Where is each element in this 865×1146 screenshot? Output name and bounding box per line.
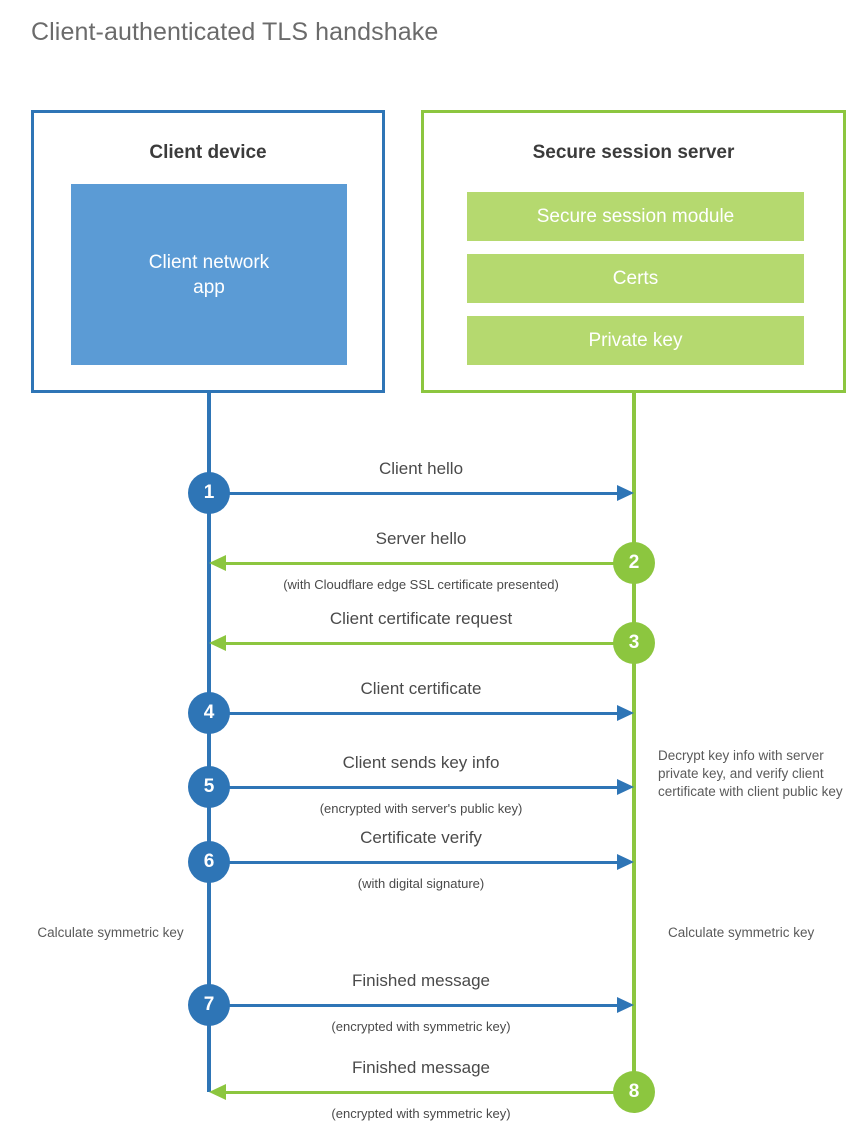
step-badge-7[interactable]: 7	[188, 984, 230, 1026]
arrow-head-left-icon	[209, 635, 226, 651]
client-lifeline	[207, 393, 211, 1092]
message-sublabel-7: (encrypted with symmetric key)	[331, 1019, 511, 1034]
step-badge-5[interactable]: 5	[188, 766, 230, 808]
step-badge-2[interactable]: 2	[613, 542, 655, 584]
server-bar-private-key: Private key	[467, 316, 804, 365]
server-bar-secure-session-module: Secure session module	[467, 192, 804, 241]
arrow-head-left-icon	[209, 555, 226, 571]
arrow-line-right-icon	[209, 712, 619, 715]
client-device-title: Client device	[149, 142, 267, 163]
message-label-5: Client sends key info	[342, 753, 500, 772]
arrow-head-left-icon	[209, 1084, 226, 1100]
arrow-head-right-icon	[617, 705, 634, 721]
arrow-head-right-icon	[617, 854, 634, 870]
note-calculate-symmetric-key-client: Calculate symmetric key	[37, 925, 184, 940]
message-label-1: Client hello	[378, 459, 464, 478]
message-label-4: Client certificate	[360, 679, 482, 698]
arrow-line-right-icon	[209, 861, 619, 864]
secure-session-server-box: Secure session server Secure session mod…	[421, 110, 846, 393]
message-sublabel-2: (with Cloudflare edge SSL certificate pr…	[283, 577, 559, 592]
message-label-7: Finished message	[352, 971, 490, 990]
message-label-6: Certificate verify	[360, 828, 482, 847]
step-badge-4[interactable]: 4	[188, 692, 230, 734]
arrow-line-right-icon	[209, 492, 619, 495]
arrow-head-right-icon	[617, 779, 634, 795]
arrow-line-right-icon	[209, 786, 619, 789]
arrow-line-left-icon	[226, 642, 634, 645]
message-label-8: Finished message	[352, 1058, 490, 1077]
client-device-box: Client device Client network app	[31, 110, 385, 393]
arrow-line-left-icon	[226, 562, 634, 565]
note-decrypt-key-info: Decrypt key info with server private key…	[658, 748, 843, 799]
message-label-2: Server hello	[375, 529, 467, 548]
note-calculate-symmetric-key-server: Calculate symmetric key	[668, 925, 815, 940]
page-title: Client-authenticated TLS handshake	[31, 18, 439, 46]
client-network-app-block: Client network app	[71, 184, 347, 365]
arrow-line-right-icon	[209, 1004, 619, 1007]
message-sublabel-5: (encrypted with server's public key)	[319, 801, 523, 816]
server-lifeline	[632, 393, 636, 1092]
message-sublabel-8: (encrypted with symmetric key)	[331, 1106, 511, 1121]
client-network-app-line2: app	[193, 276, 225, 298]
message-sublabel-6: (with digital signature)	[357, 876, 485, 891]
message-label-3: Client certificate request	[329, 609, 513, 628]
step-badge-1[interactable]: 1	[188, 472, 230, 514]
server-bar-certs: Certs	[467, 254, 804, 303]
step-badge-6[interactable]: 6	[188, 841, 230, 883]
step-badge-8[interactable]: 8	[613, 1071, 655, 1113]
arrow-line-left-icon	[226, 1091, 634, 1094]
step-badge-3[interactable]: 3	[613, 622, 655, 664]
secure-session-server-title: Secure session server	[532, 142, 735, 163]
client-network-app-line1: Client network	[148, 251, 270, 273]
arrow-head-right-icon	[617, 997, 634, 1013]
arrow-head-right-icon	[617, 485, 634, 501]
